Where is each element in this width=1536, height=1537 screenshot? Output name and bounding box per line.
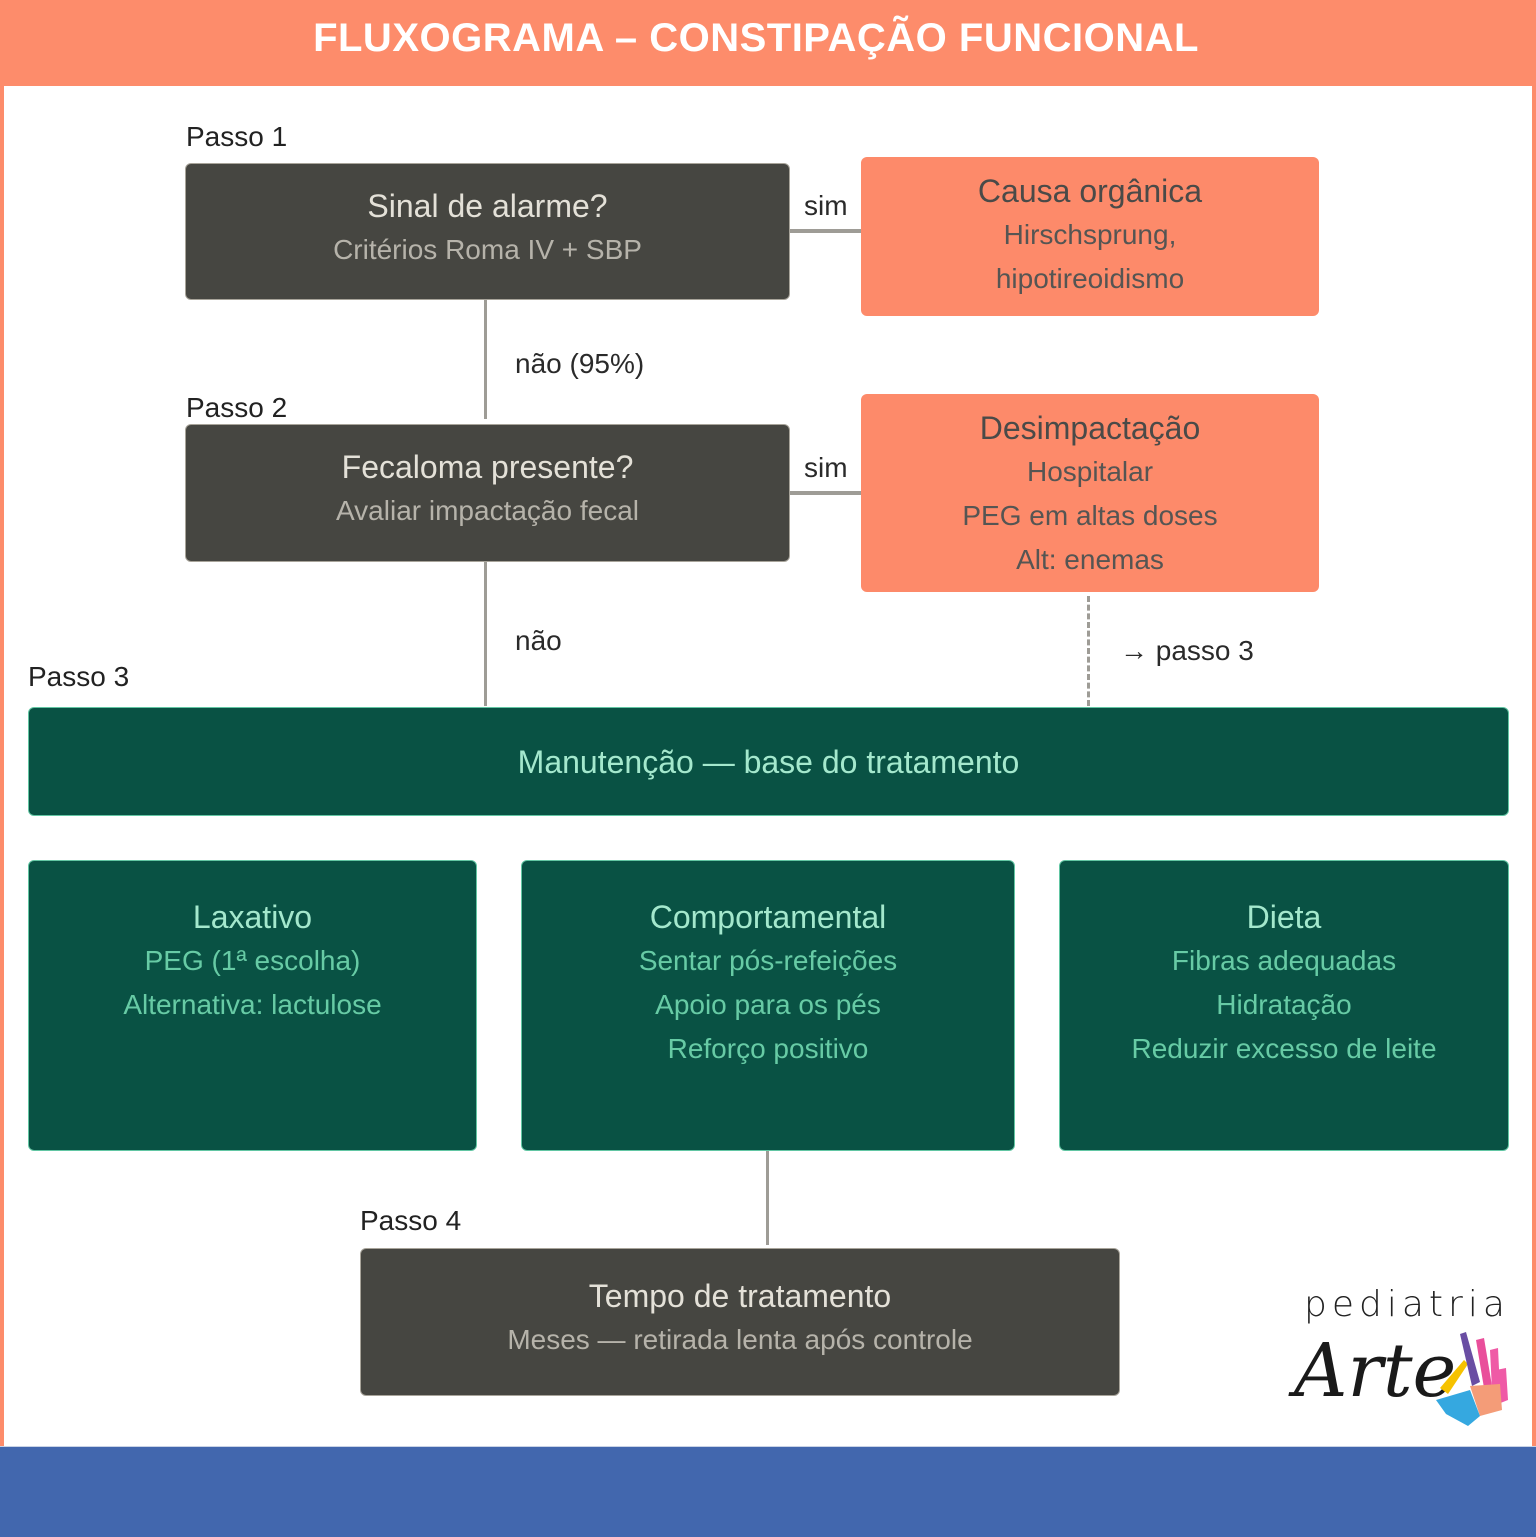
step-4-subtitle: Meses — retirada lenta após controle [507,1324,973,1355]
pillar-title: Comportamental [649,899,887,935]
footer-bar [0,1446,1536,1537]
edge-label-to-step3: → passo 3 [1120,635,1254,666]
header-bar: FLUXOGRAMA – CONSTIPAÇÃO FUNCIONAL [0,0,1536,86]
maintenance-title: Manutenção — base do tratamento [517,743,1020,780]
connector-step1-yes [790,229,862,233]
logo-wordmark: pediatria [1304,1284,1510,1325]
step-2-title: Fecaloma presente? [341,449,634,485]
step-1-title: Sinal de alarme? [367,188,608,224]
step-2-subtitle: Avaliar impactação fecal [336,495,639,526]
step-4-title: Tempo de tratamento [588,1278,892,1314]
organic-cause-box: Causa orgânica Hirschsprung, hipotireoid… [861,157,1319,316]
pillar-line: Hidratação [1216,989,1352,1020]
disimpaction-title: Desimpactação [979,410,1201,446]
connector-step2-yes [790,491,862,495]
edge-label-step1-yes: sim [804,190,848,221]
pillar-line: PEG (1ª escolha) [144,945,361,976]
connector-step3-to-step4 [766,1151,769,1245]
pillar-title: Laxativo [192,899,313,935]
organic-cause-title: Causa orgânica [977,173,1203,209]
pillar-title: Dieta [1246,899,1322,935]
pillar-line: Reforço positivo [667,1033,869,1064]
organic-cause-line: hipotireoidismo [995,263,1185,294]
step-1-subtitle: Critérios Roma IV + SBP [333,234,642,265]
step-2-decision-box: Fecaloma presente? Avaliar impactação fe… [185,424,790,562]
pillar-line: Fibras adequadas [1171,945,1397,976]
connector-step1-no [484,300,487,419]
pillar-behavioral-box: Comportamental Sentar pós-refeições Apoi… [521,860,1015,1151]
edge-label-step2-no: não [515,625,562,656]
connector-step2-no [484,562,487,706]
disimpaction-line: PEG em altas doses [962,500,1218,531]
page-title: FLUXOGRAMA – CONSTIPAÇÃO FUNCIONAL [313,15,1199,60]
pillar-line: Alternativa: lactulose [123,989,382,1020]
pillar-line: Apoio para os pés [655,989,881,1020]
step-4-label: Passo 4 [360,1205,462,1236]
step-3-label: Passo 3 [28,661,130,692]
connector-disimpaction-to-step3 [1087,596,1090,706]
disimpaction-box: Desimpactação Hospitalar PEG em altas do… [861,394,1319,592]
step-1-decision-box: Sinal de alarme? Critérios Roma IV + SBP [185,163,790,300]
logo-script: Arte [1294,1328,1457,1414]
step-1-label: Passo 1 [186,121,288,152]
edge-label-step2-yes: sim [804,452,848,483]
disimpaction-line: Alt: enemas [1016,544,1164,575]
pillar-line: Sentar pós-refeições [638,945,898,976]
step-4-box: Tempo de tratamento Meses — retirada len… [360,1248,1120,1396]
pillar-laxative-box: Laxativo PEG (1ª escolha) Alternativa: l… [28,860,477,1151]
step-2-label: Passo 2 [186,392,288,423]
organic-cause-line: Hirschsprung, [1003,219,1177,250]
pediatria-arte-logo: pediatria Arte [1284,1284,1514,1434]
painted-hand-icon [1436,1332,1508,1426]
pillar-line: Reduzir excesso de leite [1131,1033,1437,1064]
edge-label-step1-no: não (95%) [515,348,645,379]
maintenance-box: Manutenção — base do tratamento [28,707,1509,816]
pillar-diet-box: Dieta Fibras adequadas Hidratação Reduzi… [1059,860,1509,1151]
disimpaction-line: Hospitalar [1026,456,1154,487]
